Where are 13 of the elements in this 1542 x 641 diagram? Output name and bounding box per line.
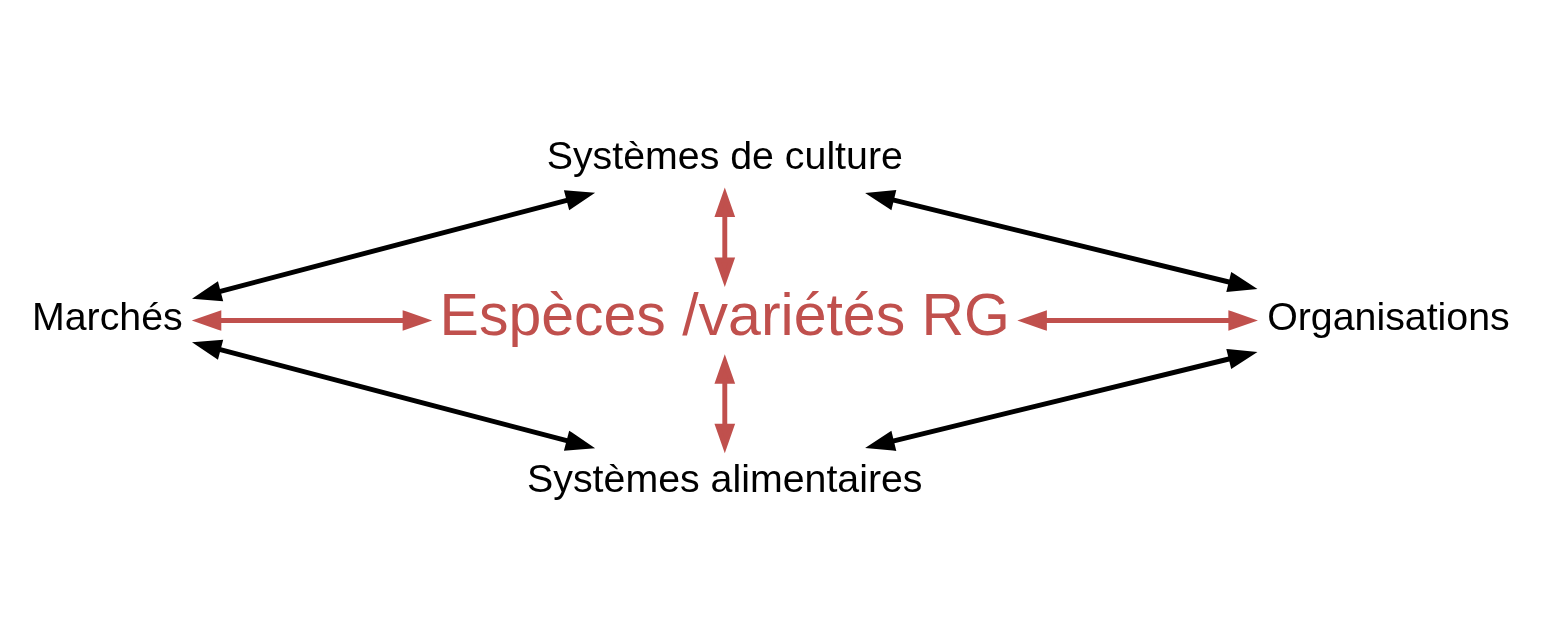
- arrow: [192, 339, 596, 451]
- node-text: Organisations: [1267, 294, 1510, 339]
- arrow: [865, 190, 1258, 292]
- node-text: Marchés: [31, 294, 183, 339]
- arrow: [865, 349, 1258, 451]
- arrow: [191, 310, 433, 331]
- node-text: Systèmes de culture: [546, 133, 903, 178]
- arrow: [192, 190, 596, 302]
- node-text: Espèces /variétés RG: [439, 282, 1010, 349]
- node-text: Systèmes alimentaires: [527, 455, 923, 500]
- arrow: [714, 354, 736, 454]
- arrow: [1017, 310, 1258, 331]
- arrow: [714, 187, 736, 287]
